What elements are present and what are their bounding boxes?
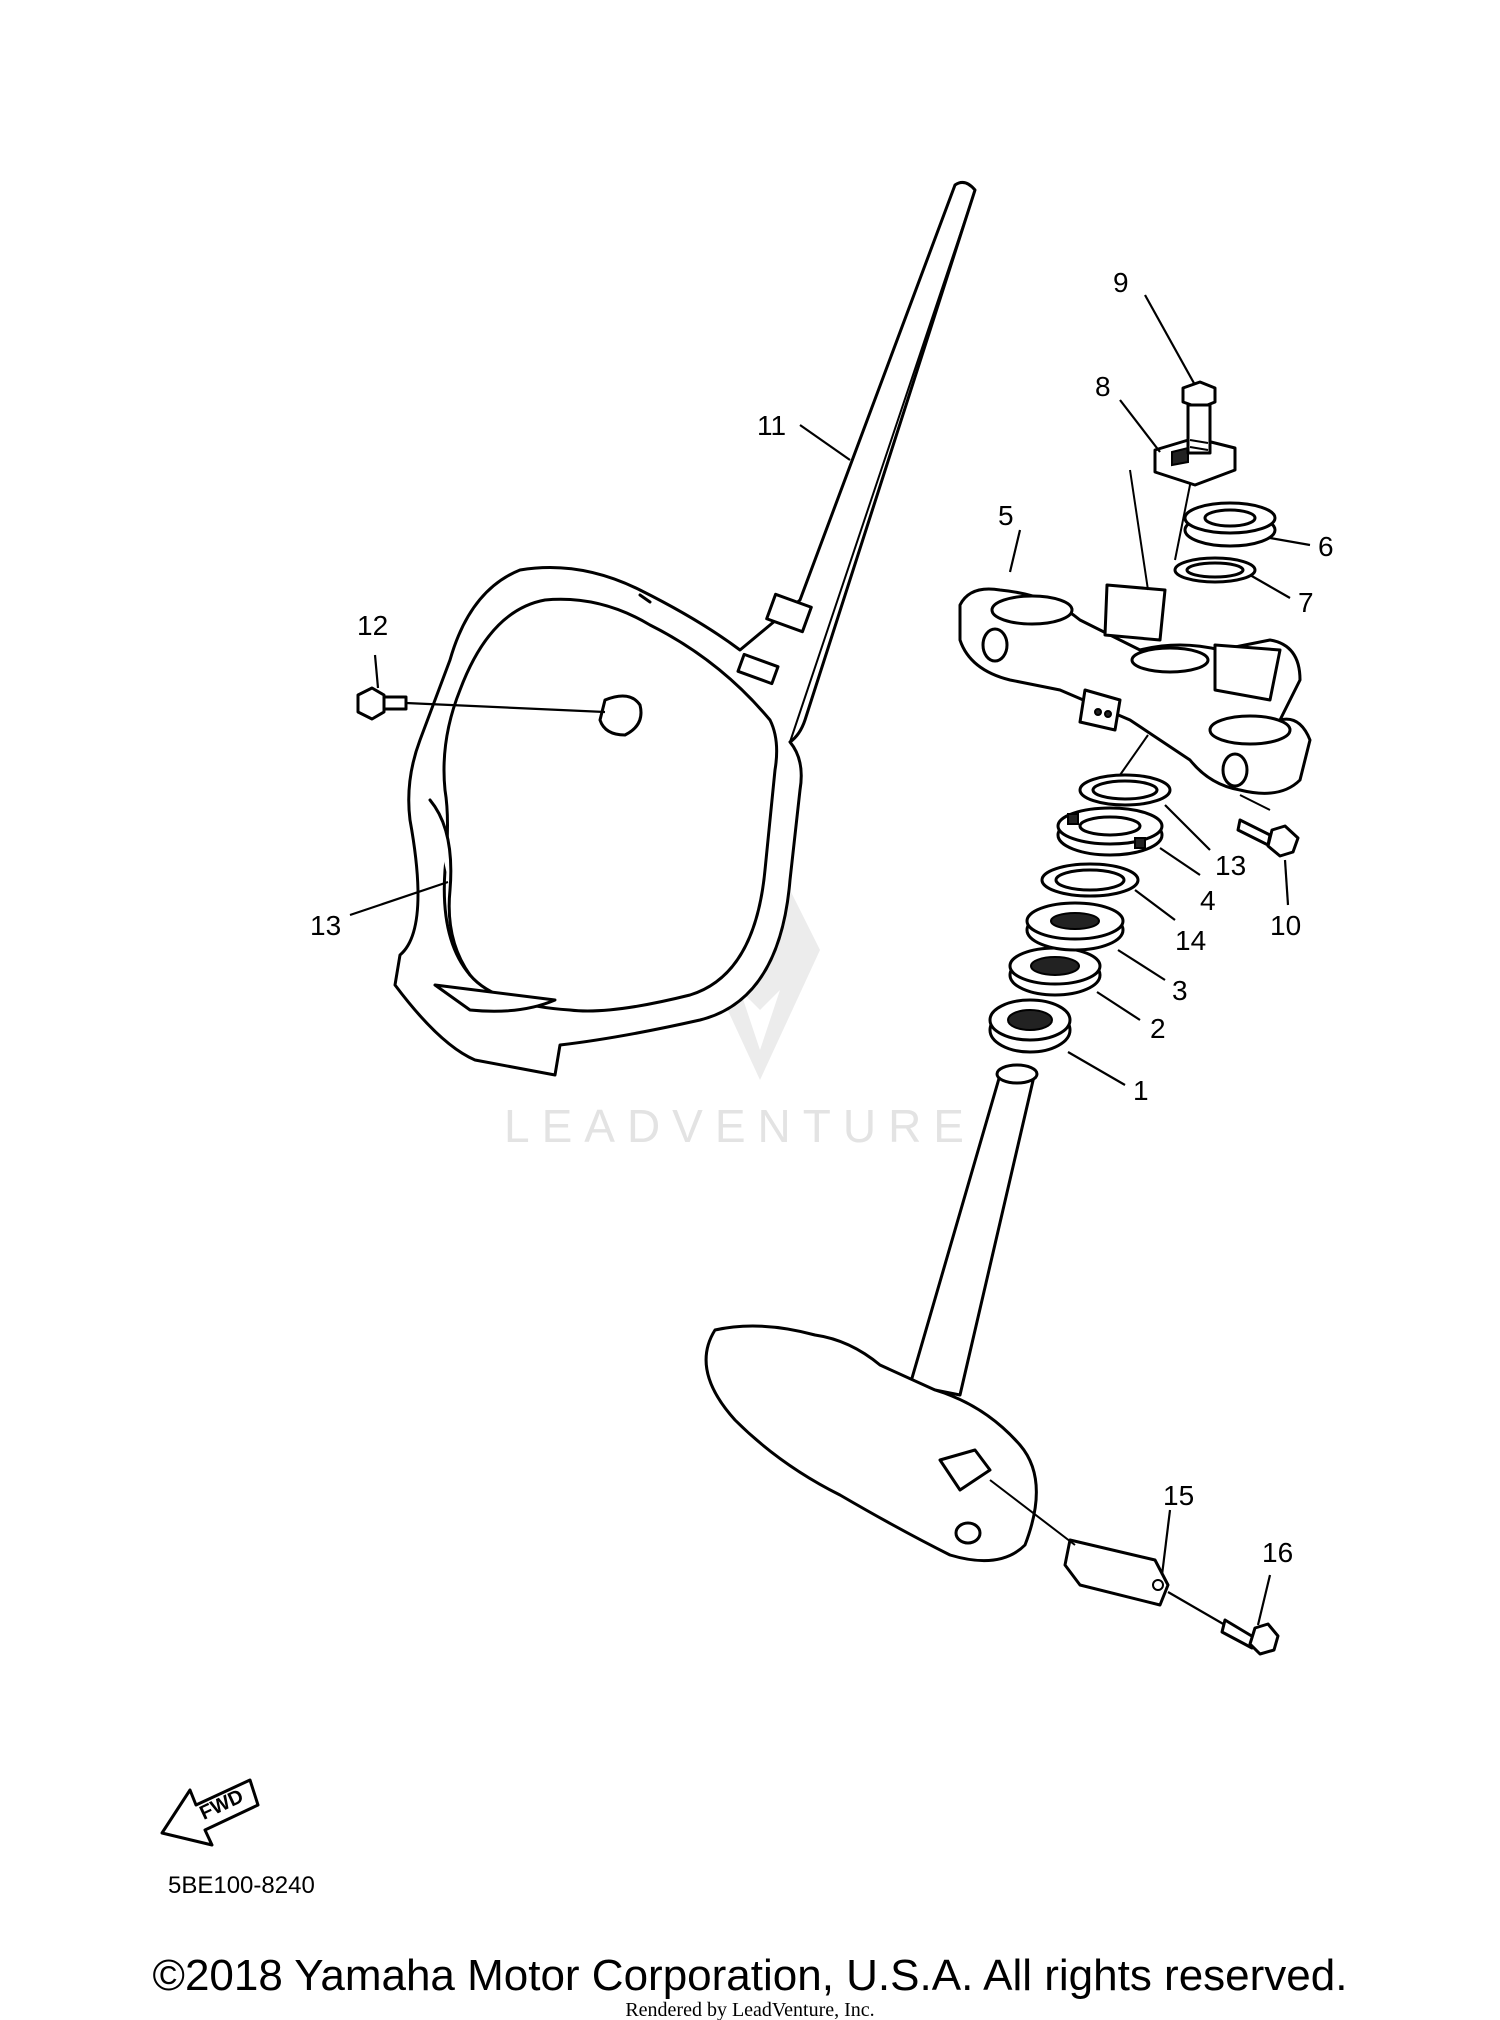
washer-14-lower xyxy=(1040,862,1140,898)
callout-11: 11 xyxy=(757,410,786,441)
callout-16: 16 xyxy=(1262,1537,1293,1568)
clamp-15 xyxy=(989,1479,1226,1626)
part-6 xyxy=(1183,501,1277,548)
callout-2: 2 xyxy=(1150,1013,1166,1044)
callout-5: 5 xyxy=(998,500,1014,531)
part-code: 5BE100-8240 xyxy=(168,1872,315,1899)
callout-9: 9 xyxy=(1113,267,1129,298)
bolt-16 xyxy=(1220,1618,1280,1656)
fwd-arrow-icon: FWD xyxy=(160,1778,260,1847)
callout-1: 1 xyxy=(1133,1075,1149,1106)
callouts: 1 2 3 14 4 13 10 5 6 7 8 9 11 12 13 15 1… xyxy=(310,267,1334,1568)
callout-10: 10 xyxy=(1270,910,1301,941)
bolt-12 xyxy=(356,686,606,721)
upper-bracket-5 xyxy=(958,459,1312,795)
copyright-notice: ©2018 Yamaha Motor Corporation, U.S.A. A… xyxy=(153,1951,1348,2000)
callout-14-upper: 13 xyxy=(1215,850,1246,881)
bolt-9 xyxy=(1181,380,1217,455)
watermark-text: LEADVENTURE xyxy=(504,1100,976,1152)
callout-3: 3 xyxy=(1172,975,1188,1006)
callout-7: 7 xyxy=(1298,587,1314,618)
callout-6: 6 xyxy=(1318,531,1334,562)
washer-14-upper xyxy=(1078,773,1172,807)
washer-7 xyxy=(1173,556,1257,584)
callout-8: 8 xyxy=(1095,371,1111,402)
rendered-by: Rendered by LeadVenture, Inc. xyxy=(625,1999,874,2020)
callout-13: 13 xyxy=(310,910,341,941)
ring-nut-4 xyxy=(1056,806,1164,857)
bolt-10 xyxy=(1236,794,1300,858)
callout-14-lower: 14 xyxy=(1175,925,1206,956)
seal-3 xyxy=(1025,901,1125,952)
steering-stem xyxy=(704,1063,1039,1563)
callout-15: 15 xyxy=(1163,1480,1194,1511)
callout-12: 12 xyxy=(357,610,388,641)
number-plate xyxy=(393,180,977,1077)
race-2 xyxy=(1008,946,1102,997)
callout-4: 4 xyxy=(1200,885,1216,916)
leader-lines xyxy=(349,294,1311,1626)
bearing-1 xyxy=(988,998,1072,1054)
